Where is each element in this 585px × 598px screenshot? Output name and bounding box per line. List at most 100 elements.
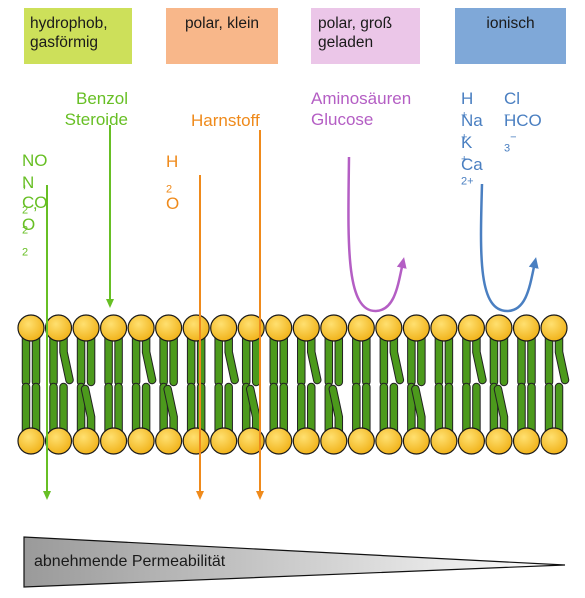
lipid-head [347, 314, 375, 342]
label-hco3-ion-charge: − [510, 131, 517, 144]
label-o2-sub: 2 [22, 246, 29, 259]
label-o2: O [22, 215, 36, 234]
lipid-head [512, 314, 541, 342]
lipid-head [72, 427, 100, 455]
lipid-head [402, 314, 430, 342]
header-polar-small-line1: polar, klein [184, 15, 260, 32]
label-k-ion: K+ [461, 132, 472, 174]
lipid-tail-fill [142, 332, 156, 384]
lipid-head [72, 314, 100, 342]
label-h2o-h: H [166, 152, 179, 171]
header-hydrophobic-line2: gasförmig [30, 34, 99, 51]
label-ca-ion-charge: 2+ [461, 175, 474, 188]
label-glucose: Glucose [311, 110, 374, 129]
label-cl-ion-symbol: Cl [504, 89, 521, 108]
label-h2o-sub: 2 [166, 183, 173, 196]
lipid-head [320, 314, 348, 342]
lipid-head [540, 314, 568, 342]
lipid-tail-fill [164, 385, 177, 437]
lipid-head [265, 427, 293, 455]
lipid-head [485, 427, 513, 455]
lipid-tail-fill [412, 385, 425, 437]
header-polar-small: polar, klein [166, 8, 278, 64]
lipid-head [457, 314, 486, 342]
header-box-ionic [455, 8, 566, 64]
lipid-head [292, 427, 320, 455]
label-harnstoff: Harnstoff [191, 111, 260, 130]
lipid-head [237, 427, 265, 455]
label-cl-ion: Cl− [504, 88, 520, 130]
label-steroide: Steroide [64, 110, 128, 129]
arrow-ions [479, 183, 539, 313]
lipid-head [430, 427, 458, 455]
header-hydrophobic-line1: hydrophob, [30, 15, 108, 32]
lipid-head [155, 314, 183, 342]
lipid-head [17, 314, 45, 342]
label-n2: N [22, 173, 35, 192]
lipid-head [375, 314, 403, 342]
lipid-tail-fill [390, 332, 404, 384]
lipid-tail-fill [225, 332, 238, 384]
lipid-tail-fill [246, 385, 260, 437]
label-h-ion: H+ [461, 88, 473, 130]
lipid-head [155, 427, 183, 455]
header-polar-large-line1: polar, groß [318, 15, 393, 32]
lipid-head [99, 314, 128, 342]
lipid-head [485, 314, 513, 342]
label-k-ion-charge: + [461, 153, 468, 166]
header-box-polar-small [166, 8, 278, 64]
lipid-head [292, 314, 320, 342]
label-aminosaeuren: Aminosäuren [311, 89, 412, 108]
label-h-ion-symbol: H [461, 89, 474, 108]
label-na-ion-charge: + [461, 131, 468, 144]
lipid-tail-fill [555, 332, 569, 384]
lipid-head [540, 427, 568, 455]
label-co2: CO [22, 193, 48, 212]
label-na-ion-symbol: Na [461, 111, 483, 130]
permeability-wedge [23, 536, 566, 588]
header-polar-large: polar, groß geladen [311, 8, 420, 64]
header-hydrophobic: hydrophob, gasförmig [24, 8, 132, 64]
label-na-ion: Na+ [461, 110, 483, 152]
label-hco3-ion-symbol: HCO [504, 111, 542, 130]
header-polar-large-line2: geladen [318, 34, 374, 51]
lipid-head [182, 427, 210, 455]
label-co2-sub: 2 [22, 224, 29, 237]
arrow-aminosaeuren-glucose [347, 156, 407, 313]
lipid-head [99, 427, 128, 455]
label-n2-sub: 2 [22, 204, 29, 217]
label-hco3-ion-sub: 3 [504, 142, 511, 155]
label-cl-ion-charge: − [504, 109, 511, 122]
lipid-head [320, 427, 348, 455]
lipid-tail-fill [81, 385, 95, 437]
lipid-head [17, 427, 45, 455]
lipid-tail-fill [494, 385, 508, 437]
lipid-head [127, 427, 155, 455]
header-box-polar-large [311, 8, 420, 64]
lipid-head [210, 314, 238, 342]
label-benzol: Benzol [76, 89, 128, 108]
label-benzol-steroide: Benzol Steroide [48, 88, 128, 130]
label-no: NO [22, 151, 48, 170]
header-box-hydrophobic [24, 8, 132, 64]
lipid-head [512, 427, 541, 455]
label-ca-ion-symbol: Ca [461, 155, 483, 174]
lipid-tail-fill [308, 332, 321, 384]
label-h-ion-charge: + [461, 109, 468, 122]
lipid-head [44, 314, 73, 342]
header-ionic-line1: ionisch [486, 15, 535, 32]
label-k-ion-symbol: K [461, 133, 473, 152]
label-h2o-o: O [166, 194, 180, 213]
lipid-tail-fill [329, 385, 343, 437]
header-ionic: ionisch [455, 8, 566, 64]
lipid-head [430, 314, 458, 342]
lipid-bilayer [17, 314, 570, 455]
lipid-head [375, 427, 403, 455]
label-aminosaeuren-glucose: Aminosäuren Glucose [311, 88, 411, 130]
